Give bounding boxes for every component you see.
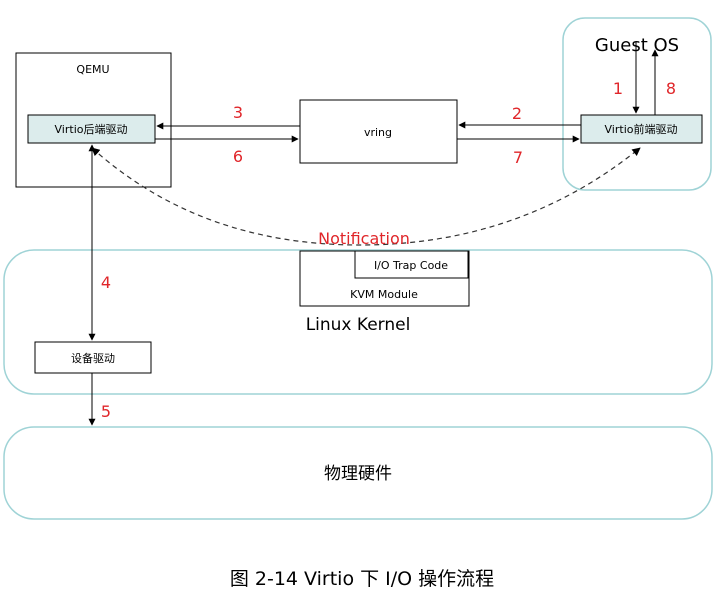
step-3: 3 bbox=[233, 103, 243, 122]
linux-kernel-label: Linux Kernel bbox=[306, 315, 411, 335]
step-7: 7 bbox=[513, 148, 523, 167]
device-driver-box bbox=[34, 341, 152, 374]
physical-hardware-region bbox=[3, 426, 713, 520]
step-4: 4 bbox=[101, 273, 111, 292]
kvm-module-label: KVM Module bbox=[350, 288, 418, 301]
device-driver-label: 设备驱动 bbox=[71, 351, 115, 365]
linux-kernel-region bbox=[3, 249, 713, 395]
guest-os-label: Guest OS bbox=[595, 35, 679, 56]
hardware-label: 物理硬件 bbox=[324, 464, 392, 484]
figure-caption: 图 2-14 Virtio 下 I/O 操作流程 bbox=[230, 568, 494, 590]
virtio-frontend-box bbox=[580, 114, 703, 144]
virtio-backend-box bbox=[27, 114, 156, 144]
io-trap-code-box bbox=[354, 250, 469, 279]
step-6: 6 bbox=[233, 147, 243, 166]
step-5: 5 bbox=[101, 402, 111, 421]
step-1: 1 bbox=[613, 79, 623, 98]
virtio-backend-label: Virtio后端驱动 bbox=[55, 123, 128, 136]
step-2: 2 bbox=[512, 104, 522, 123]
step-8: 8 bbox=[666, 79, 676, 98]
notification-path bbox=[91, 147, 641, 246]
io-trap-code-label: I/O Trap Code bbox=[374, 259, 448, 272]
notification-label: Notification bbox=[318, 229, 410, 248]
virtio-frontend-label: Virtio前端驱动 bbox=[605, 122, 678, 136]
guest-os-region bbox=[562, 17, 712, 191]
qemu-label: QEMU bbox=[76, 63, 109, 76]
vring-label: vring bbox=[364, 126, 392, 139]
